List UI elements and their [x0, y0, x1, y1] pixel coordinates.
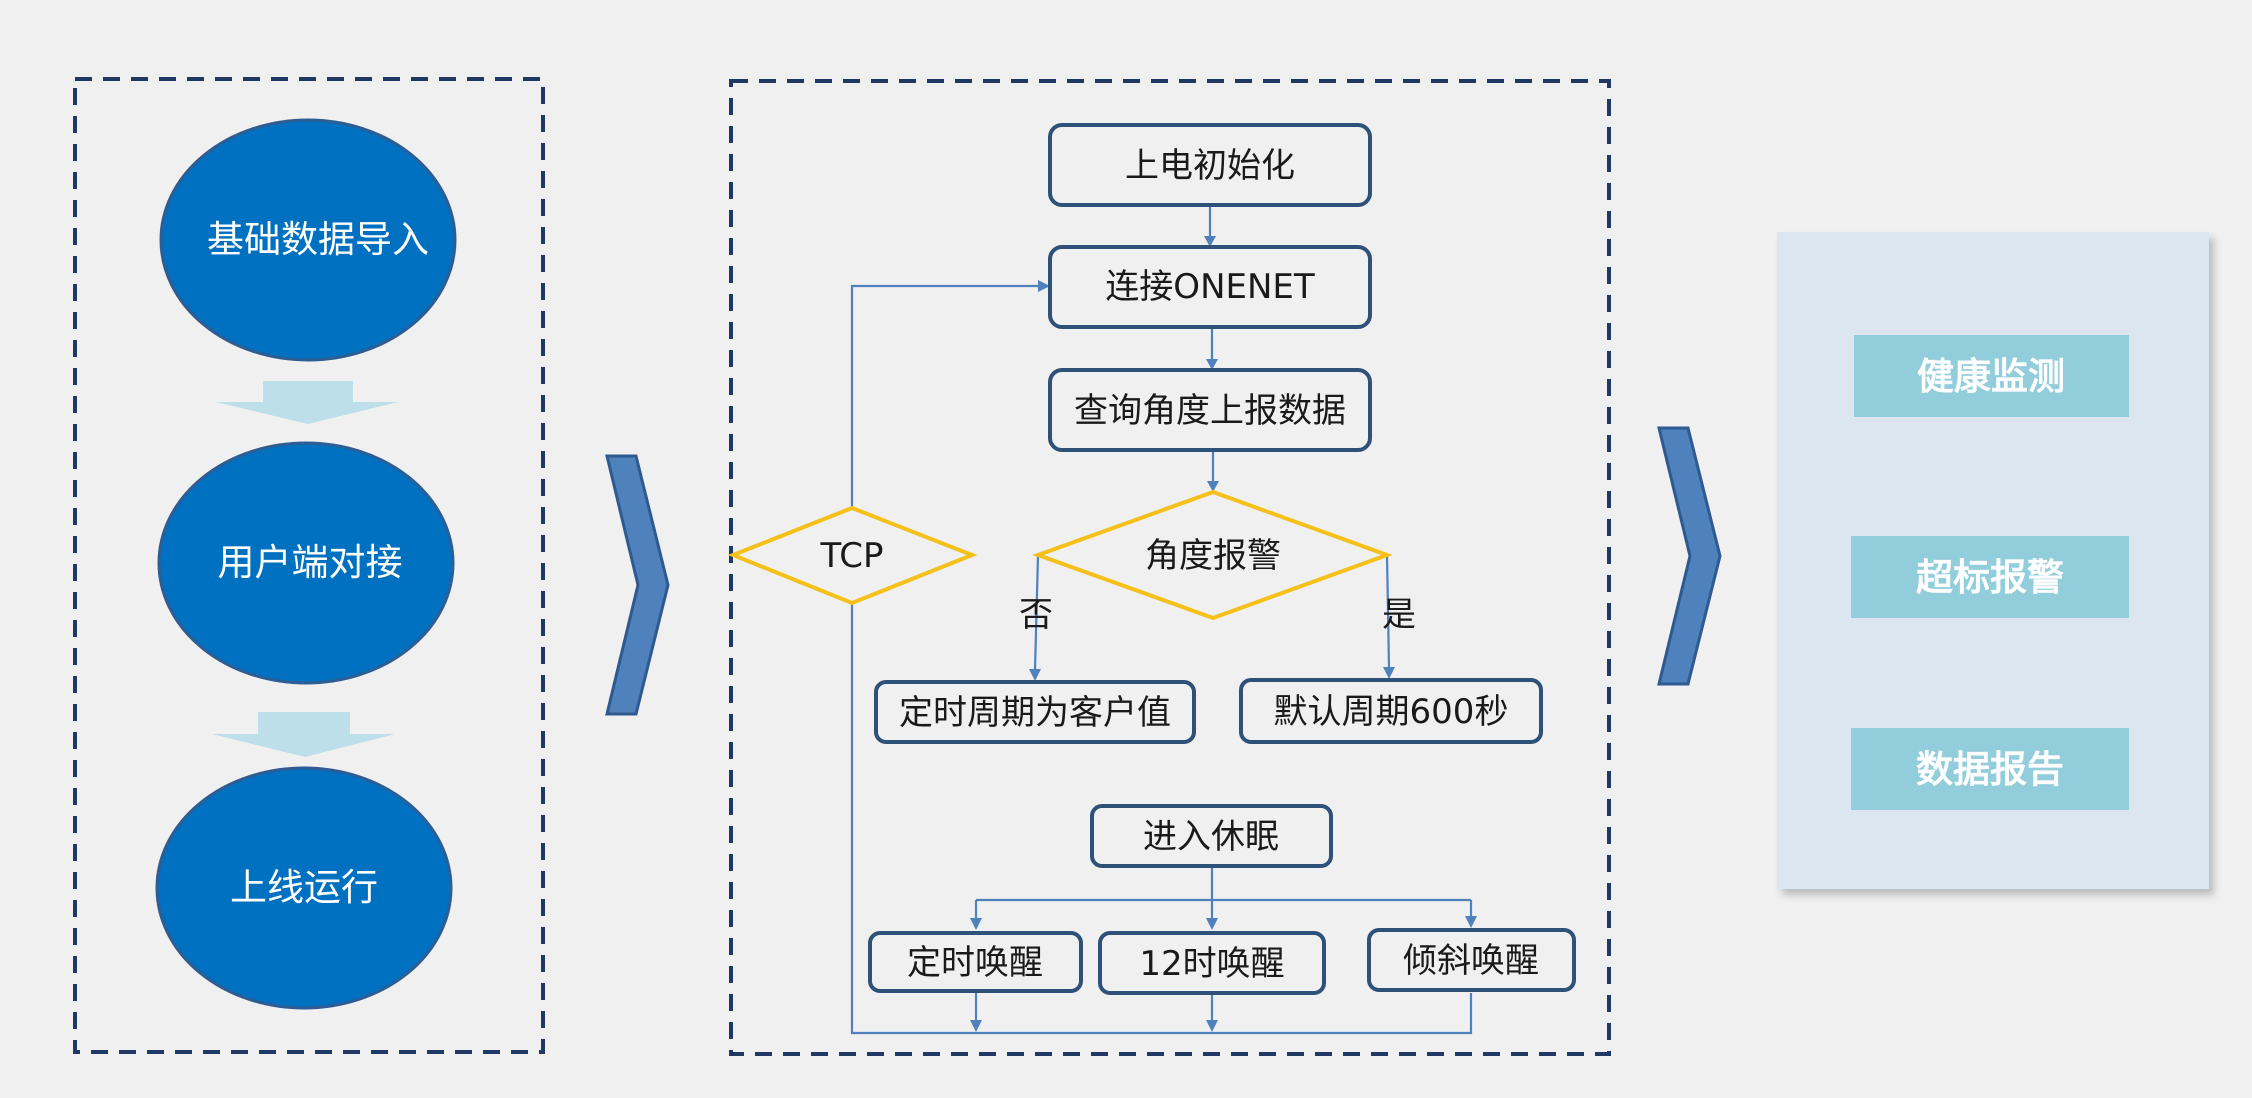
node-default-period — [1239, 678, 1543, 744]
node-label-wake-12h: 12时唤醒 — [1139, 944, 1284, 984]
node-label-power-on: 上电初始化 — [1125, 146, 1295, 186]
decision-tcp — [727, 505, 978, 606]
branch-label-yes: 是 — [1382, 595, 1416, 635]
node-custom-period — [874, 680, 1196, 744]
node-label-custom-period: 定时周期为客户值 — [899, 693, 1171, 733]
step-label-data-import: 基础数据导入 — [207, 218, 429, 261]
node-wake-tilt — [1367, 928, 1576, 992]
result-box-health — [1854, 335, 2129, 417]
node-label-connect-onenet: 连接ONENET — [1105, 267, 1315, 307]
node-label-enter-sleep: 进入休眠 — [1143, 817, 1279, 857]
left-process-frame — [73, 77, 545, 1054]
node-label-wake-tilt: 倾斜唤醒 — [1403, 941, 1539, 981]
node-label-query-angle: 查询角度上报数据 — [1074, 391, 1346, 431]
decision-label-tcp: TCP — [819, 536, 883, 576]
branch-label-no: 否 — [1019, 595, 1053, 635]
flow-connectors — [850, 205, 1477, 1035]
step-label-client-integration: 用户端对接 — [218, 541, 403, 584]
node-label-default-period: 默认周期600秒 — [1274, 692, 1509, 732]
node-power-on — [1048, 123, 1372, 207]
down-arrow — [216, 381, 398, 424]
step-circle-go-live — [155, 766, 453, 1010]
chevron-arrow-icon — [1657, 426, 1722, 686]
result-box-alarm — [1851, 536, 2129, 618]
node-connect-onenet — [1048, 245, 1372, 329]
node-enter-sleep — [1090, 804, 1333, 868]
node-wake-12h — [1098, 931, 1326, 995]
decision-angle-alarm — [1032, 489, 1393, 621]
result-label-alarm: 超标报警 — [1916, 556, 2064, 599]
result-label-health: 健康监测 — [1917, 355, 2065, 398]
node-wake-timer — [868, 931, 1083, 993]
decision-label-angle-alarm: 角度报警 — [1145, 536, 1281, 576]
step-circle-client-integration — [157, 441, 455, 685]
step-circle-data-import — [159, 118, 457, 362]
result-box-report — [1851, 728, 2129, 810]
result-label-report: 数据报告 — [1916, 748, 2064, 791]
node-label-wake-timer: 定时唤醒 — [907, 943, 1043, 983]
chevron-arrow-icon — [605, 454, 670, 716]
node-query-angle — [1048, 368, 1372, 452]
down-arrow — [212, 712, 395, 757]
step-label-go-live: 上线运行 — [230, 866, 378, 909]
